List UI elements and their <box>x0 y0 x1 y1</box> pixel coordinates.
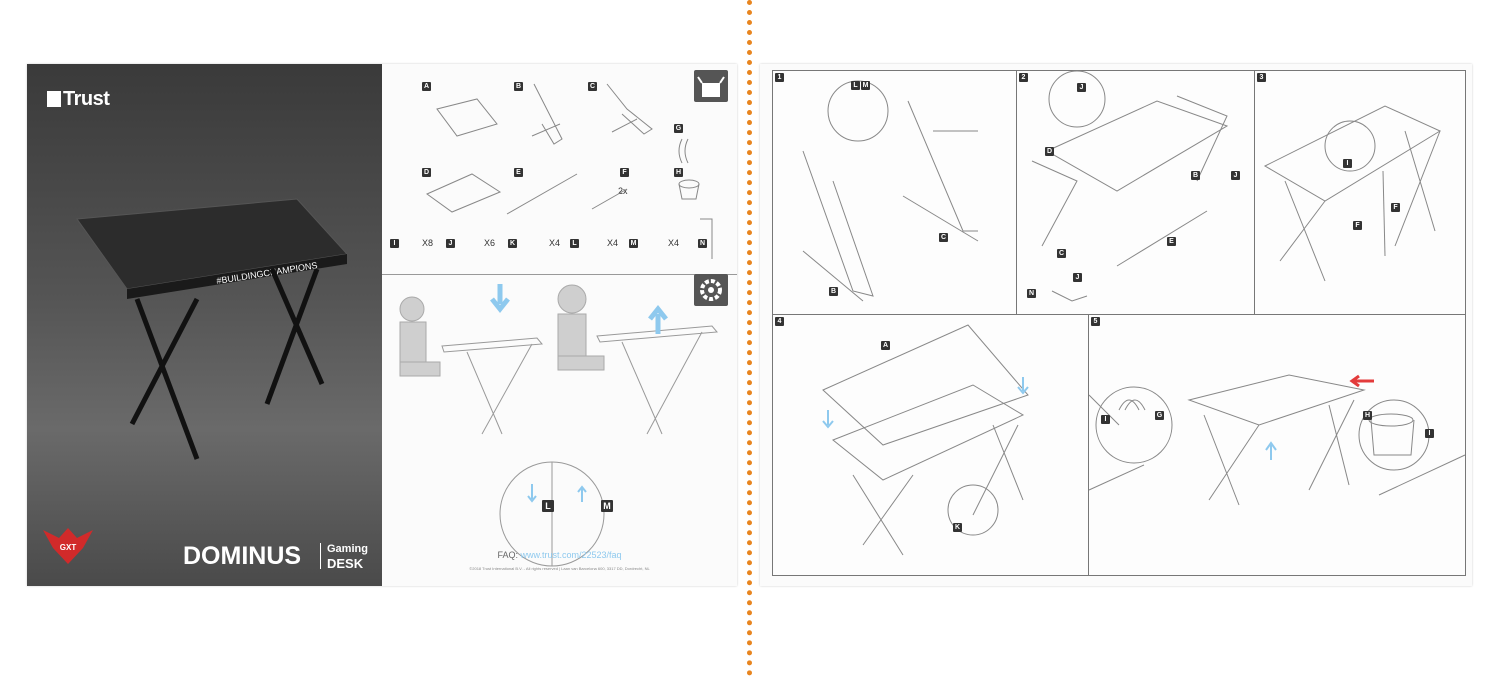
hw-label-k: K <box>508 239 517 248</box>
step-5-label-i: I <box>1101 415 1110 424</box>
height-adjust-panel: L M <box>382 274 737 586</box>
hw-label-l: L <box>570 239 579 248</box>
page-divider <box>747 0 752 676</box>
hw-qty-j: X6 <box>484 238 496 248</box>
settings-gear-icon <box>694 274 728 306</box>
step-5-panel: 5 I G H I <box>1088 314 1466 576</box>
step-2-label-j2: J <box>1231 171 1240 180</box>
step-4-drawing <box>822 324 1029 556</box>
height-adjust-drawings <box>399 284 718 567</box>
step-2-drawing <box>1031 70 1229 302</box>
trust-logo-icon <box>47 91 61 107</box>
step-2-label-n: N <box>1027 289 1036 298</box>
step-1-number: 1 <box>775 73 784 82</box>
step-1-label-l: L <box>851 81 860 90</box>
product-type-line2: DESK <box>327 556 364 571</box>
step-5-drawing <box>1088 374 1466 506</box>
left-manual-sheet: Trust #BUILDINGCHAMPIONS GXT DOMINUS Gam… <box>27 64 737 586</box>
step-5-number: 5 <box>1091 317 1100 326</box>
step-2-label-c: C <box>1057 249 1066 258</box>
gxt-logo-icon: GXT <box>43 528 93 564</box>
step-2-panel: 2 J D B J C E J N <box>1016 70 1256 316</box>
cover-panel: Trust #BUILDINGCHAMPIONS GXT DOMINUS Gam… <box>27 64 382 586</box>
hw-qty-i: X8 <box>422 238 434 248</box>
part-label-n: N <box>698 239 707 248</box>
faq-label: FAQ: <box>497 550 518 560</box>
step-4-label-k: K <box>953 523 962 532</box>
hw-qty-l: X4 <box>607 238 619 248</box>
step-1-label-m: M <box>861 81 870 90</box>
step-2-label-d: D <box>1045 147 1054 156</box>
step-1-label-b: B <box>829 287 838 296</box>
step-3-drawing <box>1263 105 1442 282</box>
step-1-label-c: C <box>939 233 948 242</box>
step-3-number: 3 <box>1257 73 1266 82</box>
step-3-panel: 3 I F F <box>1254 70 1466 316</box>
hw-qty-k: X4 <box>549 238 561 248</box>
step-2-label-e: E <box>1167 237 1176 246</box>
part-label-d: D <box>422 168 431 177</box>
part-label-g: G <box>674 124 683 133</box>
detail-label-l: L <box>542 500 554 512</box>
hw-label-m: M <box>629 239 638 248</box>
part-label-b: B <box>514 82 523 91</box>
step-4-number: 4 <box>775 317 784 326</box>
step-2-label-j3: J <box>1073 273 1082 282</box>
hw-qty-m: X4 <box>668 238 680 248</box>
hw-label-i: I <box>390 239 399 248</box>
hw-label-j: J <box>446 239 455 248</box>
faq-link[interactable]: www.trust.com/22523/faq <box>520 550 622 560</box>
parts-drawings <box>426 83 713 259</box>
svg-text:GXT: GXT <box>60 543 77 552</box>
faq-line: FAQ: www.trust.com/22523/faq <box>382 550 737 560</box>
product-name: DOMINUS <box>183 542 302 570</box>
part-label-e: E <box>514 168 523 177</box>
step-4-label-a: A <box>881 341 890 350</box>
title-separator <box>320 543 321 569</box>
step-2-label-j: J <box>1077 83 1086 92</box>
step-2-number: 2 <box>1019 73 1028 82</box>
step-5-label-i2: I <box>1425 429 1434 438</box>
step-3-label-i: I <box>1343 159 1352 168</box>
step-1-panel: 1 L M B C <box>772 70 1018 316</box>
box-contents-icon <box>694 70 728 102</box>
part-label-c: C <box>588 82 597 91</box>
step-3-label-f: F <box>1353 221 1362 230</box>
part-label-a: A <box>422 82 431 91</box>
product-type-line1: Gaming <box>327 543 368 555</box>
parts-list-panel: A B C D E F G H 2x I X8 J X6 K X4 <box>382 64 737 275</box>
step-4-panel: 4 A K <box>772 314 1090 576</box>
step-3-label-f2: F <box>1391 203 1400 212</box>
step-5-label-h: H <box>1363 411 1372 420</box>
step-1-drawing <box>802 80 979 302</box>
detail-label-m: M <box>601 500 613 512</box>
part-label-f: F <box>620 168 629 177</box>
step-2-label-b: B <box>1191 171 1200 180</box>
desk-photo: #BUILDINGCHAMPIONS <box>76 198 348 460</box>
part-label-h: H <box>674 168 683 177</box>
step-5-label-g: G <box>1155 411 1164 420</box>
legal-text: ©2018 Trust International B.V. - All rig… <box>469 566 650 571</box>
trust-logo: Trust <box>47 88 110 111</box>
right-manual-sheet: 1 L M B C 2 J D B J C <box>760 64 1472 586</box>
